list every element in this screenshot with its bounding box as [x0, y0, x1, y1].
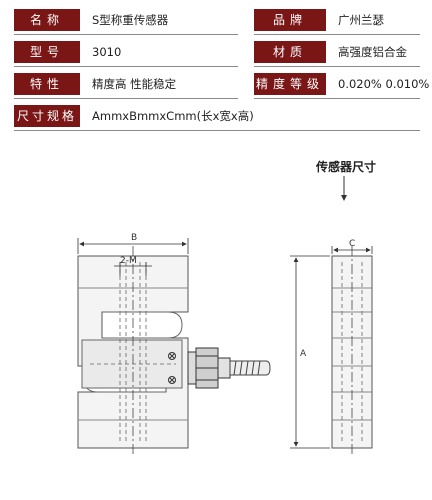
- size-label: 尺寸规格: [14, 105, 80, 127]
- name-label: 名称: [14, 9, 80, 31]
- row-divider: [254, 66, 420, 67]
- cable: [229, 360, 271, 376]
- spec-row-size: 尺寸规格 AmmxBmmxCmm(长x宽x高): [0, 105, 432, 131]
- size-value: AmmxBmmxCmm(长x宽x高): [92, 109, 254, 123]
- dim-a-label: A: [300, 349, 307, 359]
- dim-2m-label: 2-M: [120, 256, 137, 266]
- dimension-c: [331, 246, 373, 254]
- brand-label: 品牌: [254, 9, 326, 31]
- accuracy-value: 0.020% 0.010%: [338, 77, 430, 91]
- drawing-title: 传感器尺寸: [316, 160, 377, 174]
- name-value: S型称重传感器: [92, 13, 169, 27]
- dimension-a: [290, 255, 330, 449]
- side-hidden-lines: [341, 262, 363, 442]
- row-divider: [254, 34, 420, 35]
- spec-row-name-brand: 名称 S型称重传感器 品牌 广州兰瑟: [0, 9, 432, 35]
- features-label: 特性: [14, 73, 80, 95]
- screw-icon: [168, 352, 176, 384]
- model-label: 型号: [14, 41, 80, 63]
- dimension-2m: [114, 262, 152, 276]
- spec-row-model-material: 型号 3010 材质 高强度铝合金: [0, 41, 432, 67]
- row-divider: [14, 66, 238, 67]
- cable-connector: [187, 347, 231, 389]
- row-divider: [14, 130, 420, 131]
- row-divider: [254, 98, 420, 99]
- dim-c-label: C: [349, 239, 355, 249]
- dimension-b: [77, 238, 189, 254]
- row-divider: [14, 98, 238, 99]
- material-label: 材质: [254, 41, 326, 63]
- row-divider: [14, 34, 238, 35]
- model-value: 3010: [92, 45, 122, 59]
- accuracy-label: 精度等级: [254, 73, 326, 95]
- features-value: 精度高 性能稳定: [92, 77, 177, 91]
- dim-b-label: B: [131, 233, 137, 243]
- material-value: 高强度铝合金: [338, 45, 407, 59]
- brand-value: 广州兰瑟: [338, 13, 384, 27]
- spec-row-features-accuracy: 特性 精度高 性能稳定 精度等级 0.020% 0.010%: [0, 73, 432, 99]
